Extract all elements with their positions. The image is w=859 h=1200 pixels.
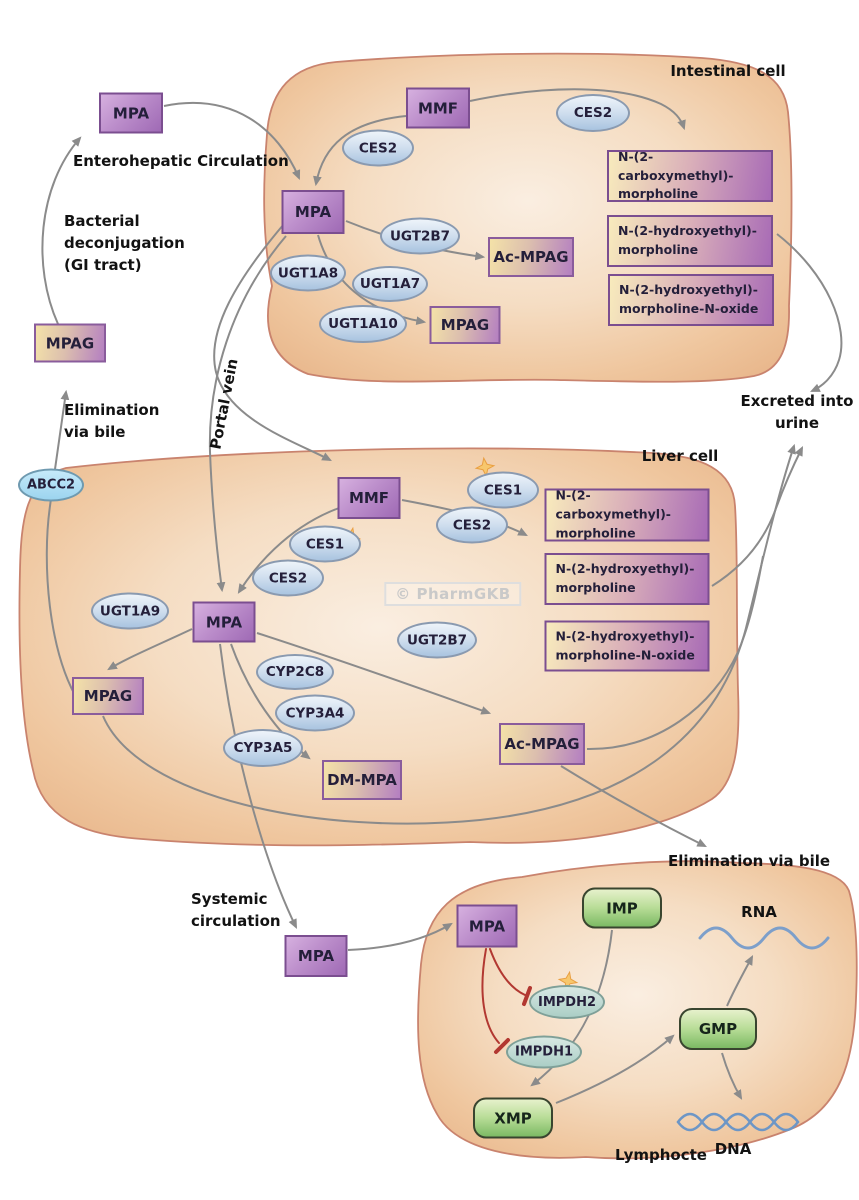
elimination-left-line-2: via bile — [64, 423, 126, 441]
arrow-acmpag-to-bile — [560, 765, 707, 847]
node-mpag-intestinal: MPAG — [429, 306, 501, 344]
dna-label: DNA — [714, 1140, 752, 1158]
arrow-gmp-to-dna — [721, 1052, 743, 1100]
inhibition-bar-impdh2 — [522, 986, 532, 1006]
enzyme-ugt1a7: UGT1A7 — [352, 266, 428, 302]
systemic-line-2: circulation — [191, 912, 281, 930]
node-mmf-liver: MMF — [337, 477, 401, 519]
node-acmpag-liver: Ac-MPAG — [499, 723, 585, 765]
node-mpa-lymphocyte: MPA — [456, 904, 518, 948]
arrow-mmf-liver-to-mpa-liver — [237, 507, 340, 594]
arrow-mpa-to-intestine — [163, 101, 301, 181]
arrow-xmp-to-gmp — [555, 1034, 675, 1104]
arrow-mmf-ces2-to-morpholines — [469, 88, 686, 131]
node-nbox-intestinal-hydroxyethyl: N-(2-hydroxyethyl)-morpholine — [607, 215, 773, 267]
bacterial-deconjugation-label: Bacterial deconjugation (GI tract) — [64, 210, 185, 276]
node-mpag-outside: MPAG — [34, 323, 106, 363]
excreted-into-urine-label: Excreted into urine — [741, 390, 854, 434]
arrow-systemic-to-lymphocyte — [347, 922, 453, 951]
inhibition-layer — [481, 948, 532, 1054]
arrow-gmp-to-rna — [726, 955, 754, 1007]
node-mpa-liver: MPA — [192, 601, 256, 643]
enzyme-ugt1a8: UGT1A8 — [270, 254, 346, 292]
lymphocyte-cell-shape — [417, 860, 858, 1160]
enzyme-ces2-liver-1: CES2 — [252, 559, 324, 597]
node-imp: IMP — [582, 887, 662, 929]
node-nbox-intestinal-carboxymethyl: N-(2-carboxymethyl)-morpholine — [607, 149, 773, 202]
node-mpa-systemic: MPA — [284, 935, 348, 977]
node-dm-mpa: DM-MPA — [322, 760, 402, 800]
liver-cell-label: Liver cell — [641, 447, 719, 465]
node-mpa-intestinal: MPA — [281, 190, 345, 234]
node-mpa-enterohepatic: MPA — [99, 92, 163, 134]
arrow-portal-vein-mmf — [213, 223, 332, 462]
inhibition-mpa-impdh2 — [489, 948, 526, 996]
node-nbox-intestinal-noxide: N-(2-hydroxyethyl)-morpholine-N-oxide — [608, 274, 774, 326]
enzyme-impdh1: IMPDH1 — [506, 1035, 582, 1069]
arrow-mpa-ugt1a9-to-mpag-liver — [107, 628, 193, 671]
arrow-abcc2-bile-to-mpag — [45, 389, 80, 703]
node-nbox-liver-noxide: N-(2-hydroxyethyl)-morpholine-N-oxide — [544, 620, 710, 672]
enzyme-ces1-liver-2: CES1 — [467, 471, 539, 509]
systemic-circulation-label: Systemic circulation — [191, 888, 281, 932]
enzyme-cyp3a4: CYP3A4 — [275, 694, 355, 732]
elimination-via-bile-left-label: Elimination via bile — [64, 399, 159, 443]
dna-helix-icon — [676, 1112, 800, 1132]
node-nbox-liver-carboxymethyl: N-(2-carboxymethyl)-morpholine — [544, 488, 710, 542]
inhibition-bar-impdh1 — [494, 1038, 510, 1054]
enzyme-ces1-liver-1: CES1 — [289, 525, 361, 563]
urine-line-1: Excreted into — [740, 392, 854, 410]
rna-wave-icon — [698, 926, 830, 950]
lymphocyte-cell-label: Lymphocte — [615, 1146, 707, 1164]
node-xmp: XMP — [473, 1097, 553, 1139]
node-mmf-intestinal: MMF — [406, 87, 470, 129]
arrow-morpholine-int-to-urine — [776, 233, 843, 392]
enzyme-ugt1a9: UGT1A9 — [91, 592, 169, 630]
enzyme-cyp3a5: CYP3A5 — [223, 729, 303, 767]
bacterial-line-2: deconjugation — [64, 234, 185, 252]
transporter-abcc2: ABCC2 — [18, 468, 84, 502]
arrow-morpholine-liver-to-urine — [711, 446, 803, 587]
rna-label: RNA — [741, 903, 777, 921]
arrow-mpa-ugt2b7-to-acmpag-liver — [256, 632, 492, 715]
arrow-portal-vein-mpa — [208, 235, 287, 593]
node-gmp: GMP — [679, 1008, 757, 1050]
enzyme-ugt1a10: UGT1A10 — [319, 305, 407, 343]
enzyme-ces2-liver-2: CES2 — [436, 506, 508, 544]
pharmgkb-watermark: © PharmGKB — [384, 582, 522, 606]
systemic-line-1: Systemic — [191, 890, 268, 908]
bacterial-line-1: Bacterial — [64, 212, 140, 230]
bacterial-line-3: (GI tract) — [64, 256, 142, 274]
elimination-via-bile-bottom-label: Elimination via bile — [667, 852, 831, 870]
urine-line-2: urine — [774, 414, 820, 432]
enterohepatic-circulation-label: Enterohepatic Circulation — [73, 152, 289, 170]
enzyme-ces2-intestinal-1: CES2 — [342, 129, 414, 167]
arrow-acmpag-liver-up — [586, 555, 764, 751]
enzyme-ugt2b7-intestinal: UGT2B7 — [380, 217, 460, 255]
elimination-left-line-1: Elimination — [64, 401, 160, 419]
enzyme-cyp2c8: CYP2C8 — [256, 654, 334, 690]
arrow-bacterial-deconjugation — [41, 136, 82, 325]
node-acmpag-intestinal: Ac-MPAG — [488, 237, 574, 277]
node-mpag-liver: MPAG — [72, 677, 144, 715]
arrow-mmf-to-mpa-intestinal — [313, 115, 407, 187]
intestinal-cell-label: Intestinal cell — [670, 62, 786, 80]
inhibition-mpa-impdh1 — [481, 948, 500, 1044]
enzyme-ces2-intestinal-2: CES2 — [556, 94, 630, 132]
enzyme-ugt2b7-liver: UGT2B7 — [397, 621, 477, 659]
enzyme-impdh2: IMPDH2 — [529, 985, 605, 1019]
node-nbox-liver-hydroxyethyl: N-(2-hydroxyethyl)-morpholine — [544, 553, 710, 605]
